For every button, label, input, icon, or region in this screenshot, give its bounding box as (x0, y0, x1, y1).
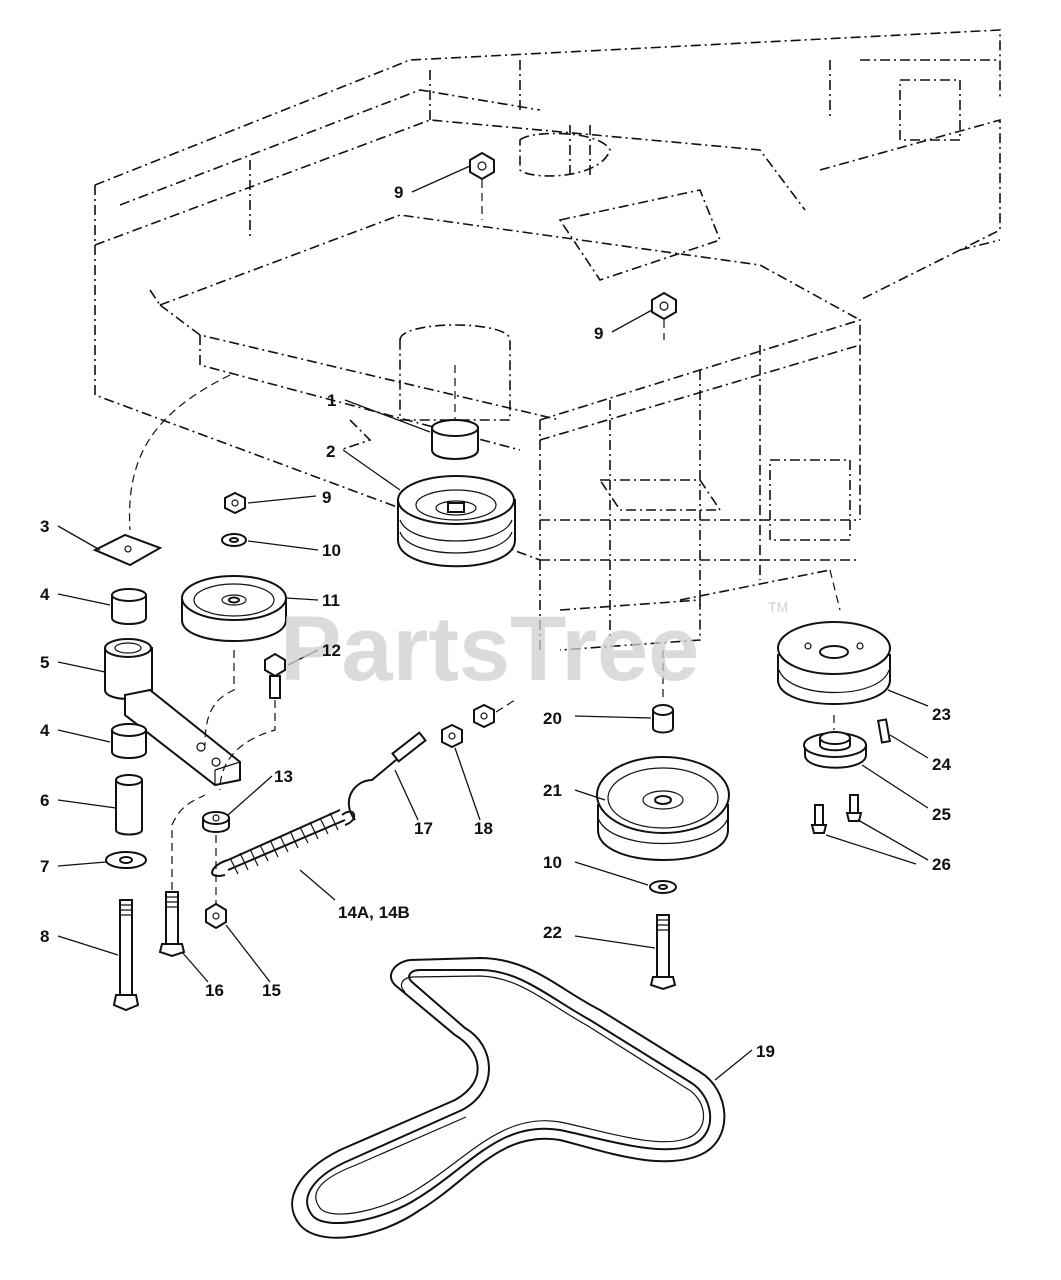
spring-14 (211, 809, 356, 877)
callout-9-lower: 9 (322, 488, 331, 507)
washer-10-lower (649, 880, 677, 894)
callout-21: 21 (543, 781, 562, 800)
callout-26: 26 (932, 855, 951, 874)
callout-9-top: 9 (394, 183, 403, 202)
double-pulley-23 (777, 621, 891, 705)
double-pulley-2 (397, 475, 516, 568)
callout-5: 5 (40, 653, 49, 672)
callout-15: 15 (262, 981, 281, 1000)
callout-4-lower: 4 (40, 721, 50, 740)
callout-8: 8 (40, 927, 49, 946)
callout-labels: 9 9 1 2 3 4 5 4 6 7 8 9 10 11 12 13 14A,… (40, 183, 951, 1061)
callout-1: 1 (327, 391, 336, 410)
leader-lines (57, 165, 929, 1081)
callout-7: 7 (40, 857, 49, 876)
flat-idler-pulley-11 (181, 575, 287, 642)
callout-17: 17 (414, 819, 433, 838)
bolt-16 (158, 794, 206, 958)
watermark-logo: PartsTree (280, 598, 699, 700)
callout-6: 6 (40, 791, 49, 810)
hub-25 (803, 715, 867, 769)
idler-arm-5 (104, 638, 241, 787)
key-24 (876, 718, 892, 744)
v-belt-19 (291, 956, 726, 1239)
nut-9-lower (224, 491, 246, 515)
nut-9-middle (651, 291, 677, 340)
callout-13: 13 (274, 767, 293, 786)
bushing-4-upper (111, 588, 147, 625)
phantom-line-arm (128, 374, 231, 531)
callout-3: 3 (40, 517, 49, 536)
callout-10-upper: 10 (322, 541, 341, 560)
callout-22: 22 (543, 923, 562, 942)
bolt-12 (219, 652, 286, 791)
spacer-6 (115, 774, 143, 836)
callout-19: 19 (756, 1042, 775, 1061)
callout-11: 11 (322, 591, 340, 610)
watermark-trademark: TM (768, 599, 788, 615)
callout-4-upper: 4 (40, 585, 50, 604)
callout-9-middle: 9 (594, 324, 603, 343)
screws-26 (810, 794, 863, 834)
eyebolt-17 (347, 731, 427, 821)
spacer-20 (652, 650, 674, 734)
plate-3 (92, 533, 163, 567)
spacer-13 (202, 811, 230, 833)
nut-18 (441, 699, 516, 749)
phantom-line-drive (829, 569, 841, 611)
bushing-4-lower (111, 723, 147, 759)
washer-10-upper (221, 533, 247, 547)
callout-10-lower: 10 (543, 853, 562, 872)
callout-25: 25 (932, 805, 951, 824)
callout-20: 20 (543, 709, 562, 728)
callout-24: 24 (932, 755, 951, 774)
bolt-8 (112, 899, 140, 1012)
washer-7 (105, 851, 147, 869)
nut-9-top (469, 151, 495, 220)
flat-idler-pulley-21 (596, 756, 730, 861)
bolt-22 (649, 914, 677, 991)
phantom-line-idler (204, 650, 235, 746)
chassis-frame (94, 29, 1001, 651)
callout-23: 23 (932, 705, 951, 724)
spacer-1 (431, 365, 479, 460)
callout-2: 2 (326, 442, 335, 461)
callout-18: 18 (474, 819, 493, 838)
callout-12: 12 (322, 641, 341, 660)
nut-15 (205, 835, 227, 930)
callout-16: 16 (205, 981, 224, 1000)
callout-14a-14b: 14A, 14B (338, 903, 410, 922)
